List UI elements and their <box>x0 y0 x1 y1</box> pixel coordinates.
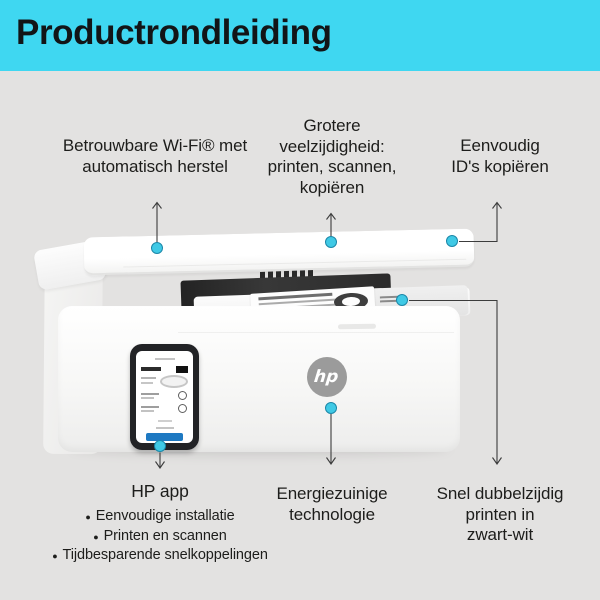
app-card-chip <box>176 366 188 373</box>
bullet-icon: ● <box>85 512 91 523</box>
arrow-down-icon <box>155 461 165 469</box>
callout-line: printen, scannen, <box>267 157 397 176</box>
callout-line: ID's kopiëren <box>451 156 549 176</box>
callout-line: zwart-wit <box>466 525 534 544</box>
hp-app-bullet: ● Printen en scannen <box>52 527 268 547</box>
callout-duplex: Snel dubbelzijdig printen in zwart-wit <box>437 484 564 546</box>
callout-dot-id-copy <box>446 235 458 247</box>
arrow-down-icon <box>326 457 336 465</box>
app-text-bar <box>141 377 156 379</box>
app-text-bar <box>156 427 174 429</box>
phone-notch <box>148 344 170 348</box>
hp-logo-text: hp <box>312 367 340 387</box>
callout-line: Grotere <box>303 116 361 135</box>
app-row-icon <box>178 404 187 413</box>
callout-dot-energy <box>325 402 337 414</box>
page-title: Productrondleiding <box>16 13 332 52</box>
callout-line: automatisch herstel <box>82 156 228 176</box>
callout-line: Energiezuinige <box>276 484 388 503</box>
app-divider <box>158 420 172 422</box>
header-banner: Productrondleiding <box>0 0 600 71</box>
bullet-label: Eenvoudige installatie <box>95 508 235 524</box>
app-text-bar <box>141 397 154 399</box>
hp-logo-icon: hp <box>307 357 347 397</box>
callout-line: kopiëren <box>299 177 365 197</box>
arrow-up-icon <box>326 212 336 220</box>
callout-line: technologie <box>289 504 375 524</box>
bullet-icon: ● <box>93 531 99 542</box>
bullet-label: Tijdbesparende snelkoppelingen <box>62 547 268 563</box>
output-tray-notch <box>337 323 377 330</box>
app-header-text-bar <box>155 358 175 360</box>
app-text-bar <box>141 406 159 408</box>
app-text-bar <box>141 393 159 395</box>
callout-wifi: Betrouwbare Wi-Fi® met automatisch herst… <box>63 136 247 177</box>
callout-line: Betrouwbare Wi-Fi® met <box>62 136 248 155</box>
app-blue-button <box>146 433 183 441</box>
callout-line: printen in <box>465 504 535 524</box>
app-row-icon <box>178 391 187 400</box>
callout-line: veelzijdigheid: <box>279 136 385 156</box>
hp-app-title: HP app <box>131 481 189 501</box>
app-text-bar <box>141 382 153 384</box>
app-text-bar <box>141 410 154 412</box>
smartphone <box>130 344 199 450</box>
arrow-up-icon <box>492 201 502 209</box>
callout-line: Snel dubbelzijdig <box>436 484 564 503</box>
callout-energy: Energiezuinige technologie <box>276 484 387 525</box>
arrow-up-icon <box>152 201 162 209</box>
callout-versatility: Grotere veelzijdigheid: printen, scannen… <box>268 116 397 198</box>
bullet-label: Printen en scannen <box>103 527 227 544</box>
printer-body <box>58 306 460 452</box>
hp-app-bullet: ● Eenvoudige installatie <box>52 507 268 527</box>
arrow-down-icon <box>492 457 502 465</box>
bullet-icon: ● <box>52 551 58 562</box>
callout-dot-hp-app <box>154 440 166 452</box>
scanner-lid <box>83 228 475 276</box>
app-card-title-bar <box>141 367 161 371</box>
callout-line: Eenvoudig <box>460 136 540 155</box>
callout-dot-duplex <box>396 294 408 306</box>
callout-id-copy: Eenvoudig ID's kopiëren <box>451 136 548 177</box>
hp-app-bullet: ● Tijdbesparende snelkoppelingen <box>52 546 268 566</box>
callout-dot-wifi <box>151 242 163 254</box>
callout-dot-versatility <box>325 236 337 248</box>
hp-app-bullet-list: ● Eenvoudige installatie ● Printen en sc… <box>52 507 268 566</box>
printer-thumbnail <box>160 375 188 388</box>
phone-screen <box>136 351 193 443</box>
